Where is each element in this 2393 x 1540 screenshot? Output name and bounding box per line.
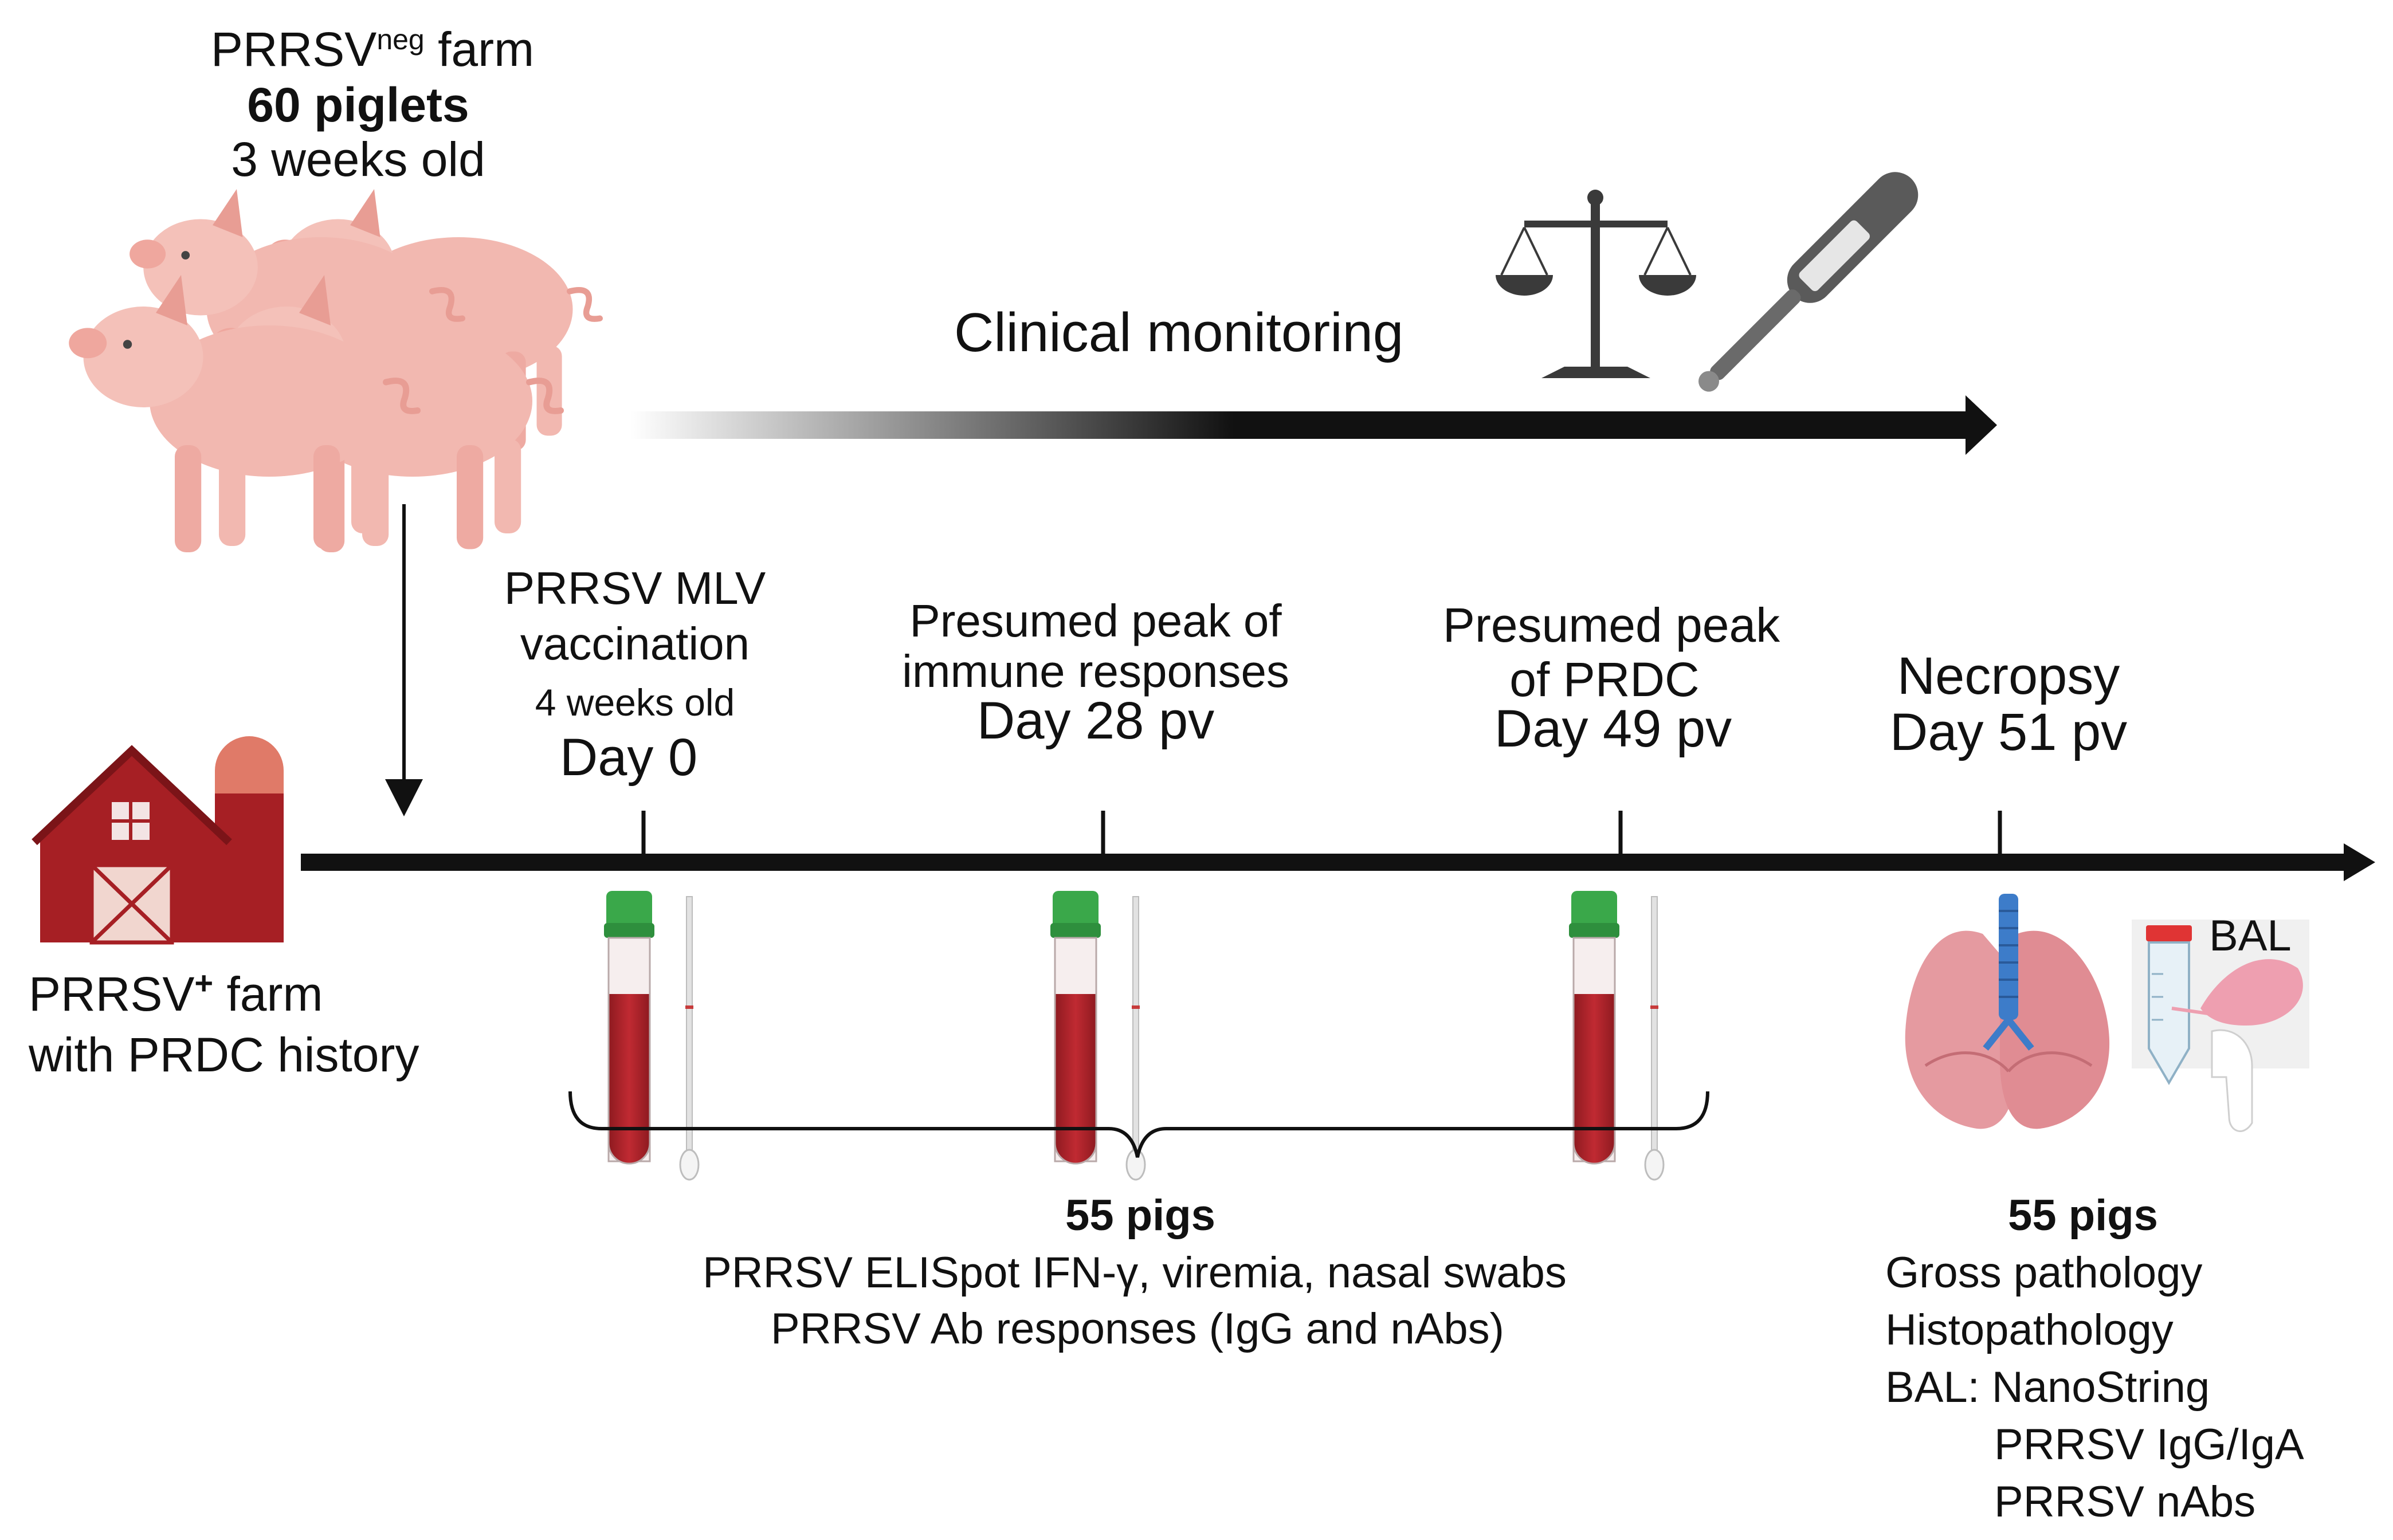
source-farm-prefix: PRRSV (210, 22, 377, 76)
lungs-icon (1905, 894, 2110, 1129)
event-necropsy-day: Day 51 pv (1889, 703, 2128, 761)
event-vaccination-day: Day 0 (559, 728, 698, 787)
destination-farm-sup: + (194, 965, 214, 1001)
clinical-monitoring-label: Clinical monitoring (954, 302, 1404, 363)
source-farm-title: PRRSVneg farm (211, 23, 534, 76)
source-farm-suffix: farm (424, 22, 535, 76)
sampling-line1: PRRSV ELISpot IFN-γ, viremia, nasal swab… (703, 1248, 1567, 1297)
event-vaccination-line1: PRRSV MLV (504, 563, 766, 614)
necropsy-item-bal-nanostring: BAL: NanoString (1885, 1363, 2210, 1412)
necropsy-item-nabs: PRRSV nAbs (1994, 1478, 2256, 1526)
sampling-count: 55 pigs (1065, 1191, 1215, 1240)
event-prdc-peak-day: Day 49 pv (1494, 700, 1732, 758)
necropsy-item-gross-pathology: Gross pathology (1885, 1248, 2203, 1297)
event-immune-peak-day: Day 28 pv (976, 692, 1215, 750)
necropsy-item-histopathology: Histopathology (1885, 1306, 2174, 1354)
barn-icon (32, 736, 284, 945)
sampling-brace (568, 1091, 1709, 1158)
event-necropsy-line1: Necropsy (1897, 647, 2120, 705)
destination-farm-prefix: PRRSV (29, 967, 195, 1021)
source-farm-sup: neg (376, 23, 425, 56)
destination-farm-title: PRRSV+ farm (29, 965, 323, 1021)
event-prdc-peak-line1: Presumed peak (1442, 598, 1780, 652)
event-immune-peak-line2: immune responses (902, 646, 1289, 697)
thermometer-icon (1698, 172, 1919, 392)
bal-icon (2132, 920, 2309, 1132)
event-immune-peak-line1: Presumed peak of (909, 595, 1282, 646)
piglet-age: 3 weeks old (231, 132, 485, 186)
timeline-axis (301, 843, 2375, 881)
scale-icon (1496, 190, 1696, 378)
piglets-illustration (69, 189, 600, 552)
bal-label: BAL (2209, 912, 2292, 960)
timeline-ticks (641, 811, 2002, 855)
sampling-line2: PRRSV Ab responses (IgG and nAbs) (771, 1305, 1504, 1353)
event-vaccination-age: 4 weeks old (535, 681, 735, 724)
piglet-count: 60 piglets (247, 78, 469, 132)
destination-farm-history: with PRDC history (29, 1028, 419, 1082)
transfer-arrow (385, 504, 423, 816)
sample-tubes (603, 890, 1665, 1181)
necropsy-item-igg-iga: PRRSV IgG/IgA (1994, 1420, 2304, 1469)
event-prdc-peak-line2: of PRDC (1509, 653, 1700, 706)
destination-farm-suffix: farm (213, 967, 323, 1021)
event-vaccination-line2: vaccination (520, 618, 750, 669)
necropsy-count: 55 pigs (2008, 1191, 2158, 1240)
clinical-monitoring-arrow (630, 395, 1997, 455)
